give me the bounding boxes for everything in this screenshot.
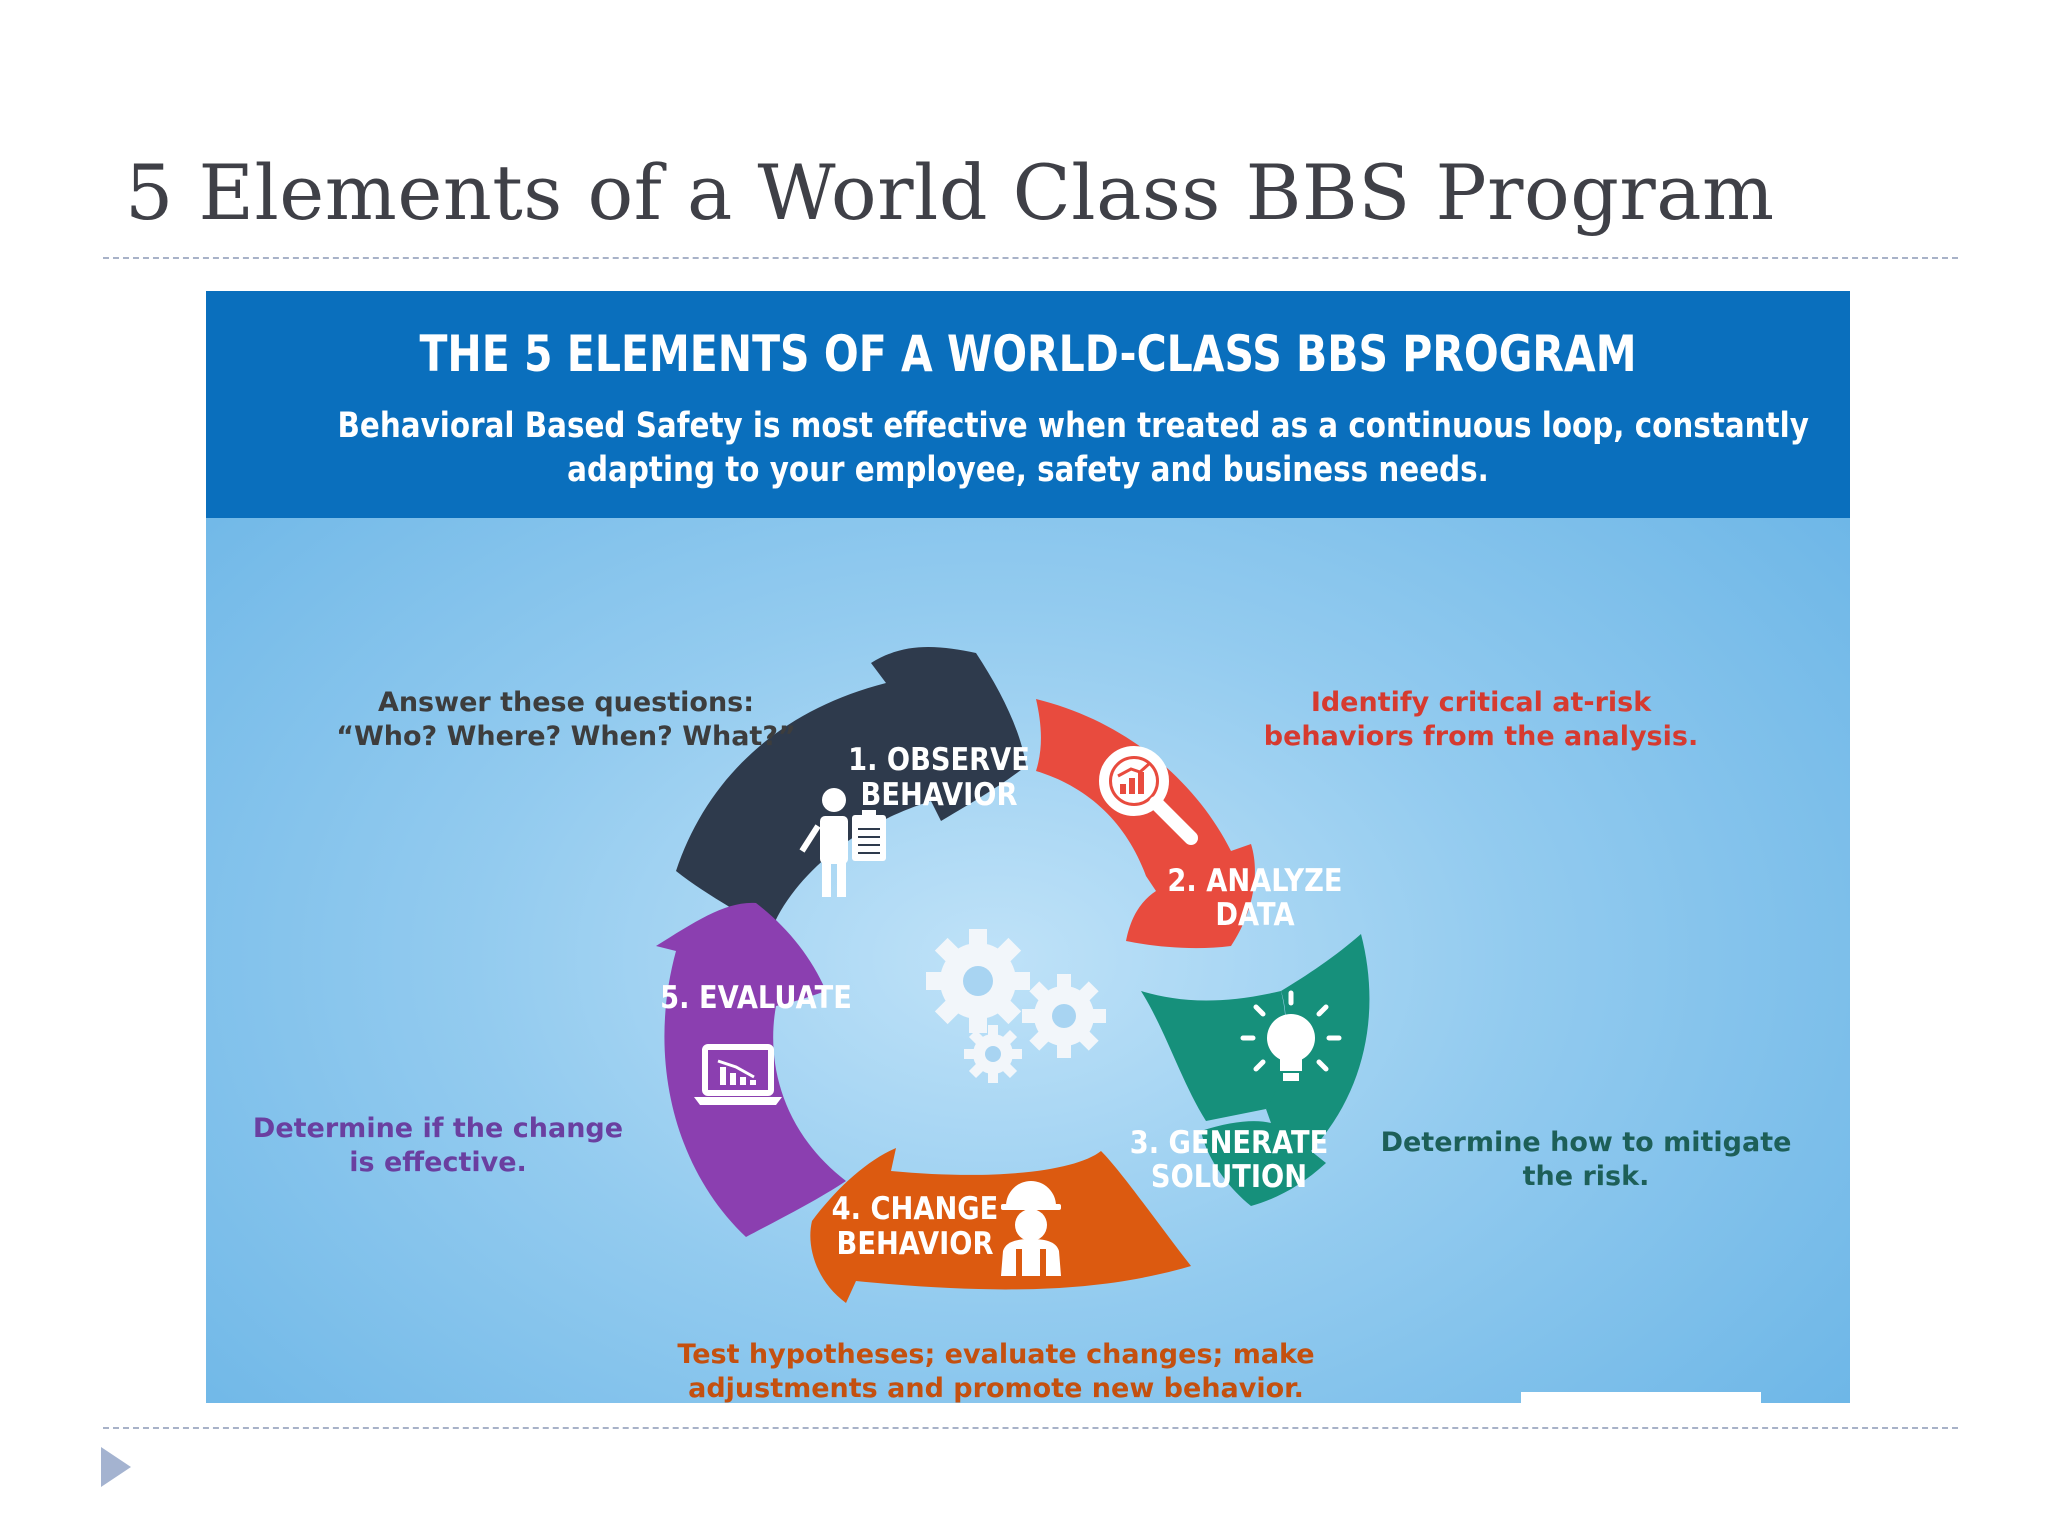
hardhat-worker-icon xyxy=(1001,1181,1061,1276)
step-3-arrow-body xyxy=(1141,991,1286,1121)
magnifier-chart-icon xyxy=(1099,746,1198,845)
step-1-label-line-2: BEHAVIOR xyxy=(861,776,1018,812)
step-4-label-line-2: BEHAVIOR xyxy=(837,1225,994,1261)
step-5-label: 5. EVALUATE xyxy=(660,979,852,1015)
step-3-generate-arrow: 3. GENERATE SOLUTION xyxy=(1130,934,1370,1206)
lightbulb-icon xyxy=(1240,990,1342,1081)
step-4-note-line-2: adjustments and promote new behavior. xyxy=(688,1373,1304,1403)
step-3-note-line-2: the risk. xyxy=(1523,1161,1650,1192)
step-4-label-line-1: 4. CHANGE xyxy=(832,1190,999,1226)
step-2-arrow-shape xyxy=(1036,699,1255,949)
step-4-note-line-1: Test hypotheses; evaluate changes; make xyxy=(677,1339,1314,1370)
banner-title: THE 5 ELEMENTS OF A WORLD-CLASS BBS PROG… xyxy=(419,325,1637,383)
gears-icon xyxy=(926,929,1106,1083)
slide-title: 5 Elements of a World Class BBS Program xyxy=(125,148,1775,237)
step-4-arrow-shape xyxy=(810,1148,1191,1303)
step-4-change-arrow: 4. CHANGE BEHAVIOR xyxy=(810,1148,1191,1303)
footer-divider xyxy=(103,1427,1958,1429)
footer-tab xyxy=(1521,1392,1761,1403)
step-2-note-line-1: Identify critical at-risk xyxy=(1311,687,1652,718)
infographic-banner: THE 5 ELEMENTS OF A WORLD-CLASS BBS PROG… xyxy=(206,291,1850,518)
laptop-chart-icon xyxy=(694,1044,782,1105)
banner-subtitle-line-1: Behavioral Based Safety is most effectiv… xyxy=(337,406,1809,446)
worker-clipboard-icon xyxy=(799,788,886,897)
step-2-label-line-1: 2. ANALYZE xyxy=(1167,862,1342,898)
bbs-cycle-diagram: 1. OBSERVE BEHAVIOR 2. ANALYZE DATA xyxy=(253,647,1792,1403)
title-divider xyxy=(103,257,1958,259)
step-1-label-line-1: 1. OBSERVE xyxy=(848,741,1030,777)
banner-subtitle-line-2: adapting to your employee, safety and bu… xyxy=(567,450,1489,490)
step-3-label-line-1: 3. GENERATE xyxy=(1130,1124,1329,1160)
step-3-note-line-1: Determine how to mitigate xyxy=(1381,1127,1792,1158)
step-1-arrow-shape xyxy=(676,647,1026,931)
step-2-label-line-2: DATA xyxy=(1215,896,1295,932)
step-5-note-line-1: Determine if the change xyxy=(253,1113,623,1144)
step-5-arrow-shape xyxy=(656,902,846,1237)
triangle-bullet-icon xyxy=(101,1447,131,1487)
step-2-analyze-arrow: 2. ANALYZE DATA xyxy=(1036,699,1343,949)
step-3-label-line-2: SOLUTION xyxy=(1151,1158,1307,1194)
step-2-note-line-2: behaviors from the analysis. xyxy=(1264,721,1698,752)
step-1-note-line-1: Answer these questions: xyxy=(378,687,754,718)
bbs-infographic: THE 5 ELEMENTS OF A WORLD-CLASS BBS PROG… xyxy=(206,291,1850,1403)
step-5-note-line-2: is effective. xyxy=(349,1147,527,1178)
step-1-observe-arrow: 1. OBSERVE BEHAVIOR xyxy=(676,647,1030,931)
step-5-evaluate-arrow: 5. EVALUATE xyxy=(656,902,852,1237)
step-1-note-line-2: “Who? Where? When? What?” xyxy=(336,721,796,752)
